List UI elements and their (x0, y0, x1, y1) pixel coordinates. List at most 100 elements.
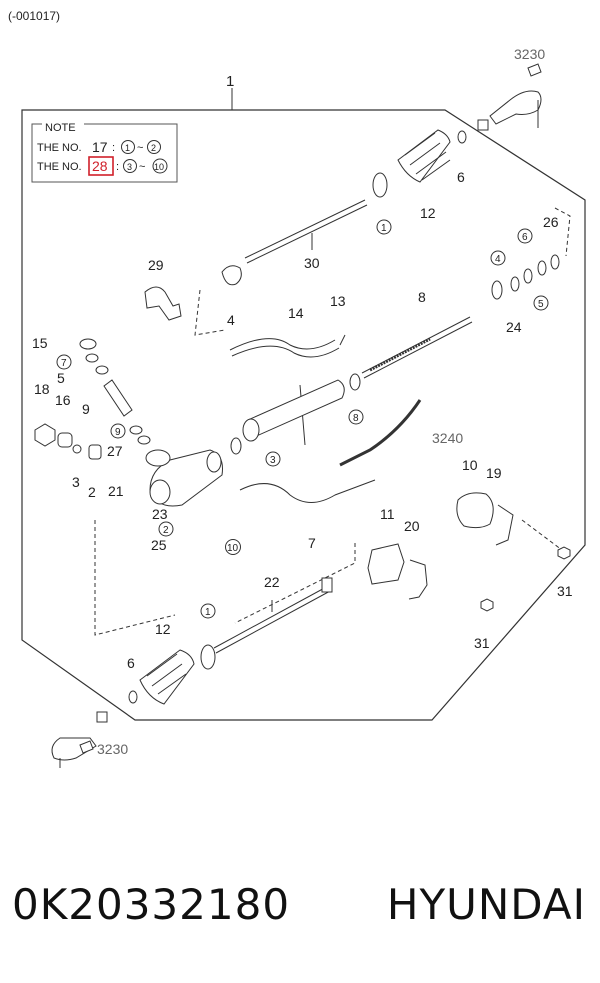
footer: 0K20332180 HYUNDAI (12, 872, 592, 952)
dashed-leader (554, 207, 571, 257)
part-label-4: 4 (227, 312, 235, 328)
bushing-11 (367, 543, 428, 600)
part-label-9: 9 (82, 401, 90, 417)
part-label-27: 27 (107, 443, 123, 459)
part-circle-8 (348, 409, 364, 425)
bracket-29 (144, 286, 182, 321)
part-label-3230-bot: 3230 (97, 741, 128, 757)
part-label-3230-top: 3230 (514, 46, 545, 62)
part-label-12-top: 12 (420, 205, 436, 221)
nut-icon (557, 546, 571, 560)
note-line2-tilde: ~ (139, 161, 145, 173)
bushing-10 (456, 492, 514, 546)
note-line2-sep: : (116, 161, 119, 173)
part-label-1-circle-bot: 1 (205, 607, 211, 618)
note-circle-icon (147, 140, 161, 154)
part-label-31-mid: 31 (474, 635, 490, 651)
part-label-18: 18 (34, 381, 50, 397)
note-circle-icon (152, 158, 168, 174)
cylinder-housing (230, 379, 345, 455)
boot-bottom (128, 644, 216, 705)
part-label-12-bot: 12 (155, 621, 171, 637)
part-circle-7 (56, 354, 72, 370)
rack-8 (361, 316, 473, 379)
part-label-1-circle-top: 1 (381, 223, 387, 234)
tie-rod-end-top (477, 63, 542, 131)
note-highlight-box (88, 156, 114, 176)
assembly-frame (21, 109, 586, 721)
brand-name: HYUNDAI (386, 880, 586, 929)
note-circle-icon (121, 140, 135, 154)
part-label-30: 30 (304, 255, 320, 271)
ring-set-right (491, 254, 560, 300)
part-label-29: 29 (148, 257, 164, 273)
dashed-leader (521, 519, 563, 551)
part-circle-9 (110, 423, 126, 439)
part-label-10: 10 (462, 457, 478, 473)
part-label-19: 19 (486, 465, 502, 481)
part-circle-1-bot (200, 603, 216, 619)
note-line1-number: 17 (92, 139, 108, 155)
header-code: (-001017) (8, 9, 60, 23)
part-circle-10 (225, 539, 241, 555)
note-line1-prefix: THE NO. (37, 142, 82, 154)
part-label-8-circle: 8 (353, 413, 359, 424)
part-label-15: 15 (32, 335, 48, 351)
part-label-13: 13 (330, 293, 346, 309)
part-circle-2 (158, 521, 174, 537)
dashed-boundary (94, 520, 176, 636)
dashed-boundary (234, 543, 356, 624)
part-label-25: 25 (151, 537, 167, 553)
part-label-5-circle-right: 5 (538, 299, 544, 310)
note-line2-prefix: THE NO. (37, 161, 82, 173)
part-label-14: 14 (288, 305, 304, 321)
part-label-6-bot: 6 (127, 655, 135, 671)
gear-housing (145, 449, 223, 507)
seal-ring (349, 373, 361, 391)
part-label-1: 1 (226, 73, 234, 90)
part-label-16: 16 (55, 392, 71, 408)
valve-parts-left (34, 338, 151, 460)
part-label-20: 20 (404, 518, 420, 534)
part-label-9-circle: 9 (115, 427, 121, 438)
tie-rod-end-bottom (51, 711, 108, 768)
hose-3240 (339, 399, 422, 467)
part-label-8: 8 (418, 289, 426, 305)
part-label-6-circle: 6 (522, 232, 528, 243)
note-line1-sep: : (112, 142, 115, 154)
part-label-3: 3 (72, 474, 80, 490)
note-circle-icon (123, 159, 137, 173)
part-label-26: 26 (543, 214, 559, 230)
part-label-10-circle: 10 (227, 543, 239, 554)
note-line1-to: 2 (151, 143, 156, 153)
note-line1-from: 1 (125, 143, 130, 153)
parts-diagram: (-001017) 1 NOTE THE NO. 17 : 1 ~ 2 THE … (8, 9, 586, 768)
note-line1-tilde: ~ (137, 142, 143, 154)
rack-22 (213, 577, 333, 654)
note-line2-to: 10 (154, 162, 164, 172)
note-line2-from: 3 (127, 162, 132, 172)
part-label-21: 21 (108, 483, 124, 499)
pipe-7 (239, 479, 376, 503)
part-label-7-circle: 7 (61, 358, 67, 369)
rack-top (221, 199, 368, 286)
part-label-4-circle: 4 (495, 254, 501, 265)
part-circle-6 (517, 228, 533, 244)
part-label-7: 7 (308, 535, 316, 551)
part-label-6-top: 6 (457, 169, 465, 185)
part-circle-4 (490, 250, 506, 266)
dashed-leader (194, 289, 226, 336)
part-label-2: 2 (88, 484, 96, 500)
part-label-31-right: 31 (557, 583, 573, 599)
part-label-24: 24 (506, 319, 522, 335)
part-label-22: 22 (264, 574, 280, 590)
part-circle-1-top (376, 219, 392, 235)
part-label-11: 11 (380, 506, 395, 522)
part-label-3240: 3240 (432, 430, 463, 446)
part-label-2-circle: 2 (163, 525, 169, 536)
note-title: NOTE (45, 122, 76, 134)
part-circle-5-right (533, 295, 549, 311)
note-line2-number: 28 (92, 158, 108, 174)
part-label-5: 5 (57, 370, 65, 386)
part-label-3-circle: 3 (270, 455, 276, 466)
